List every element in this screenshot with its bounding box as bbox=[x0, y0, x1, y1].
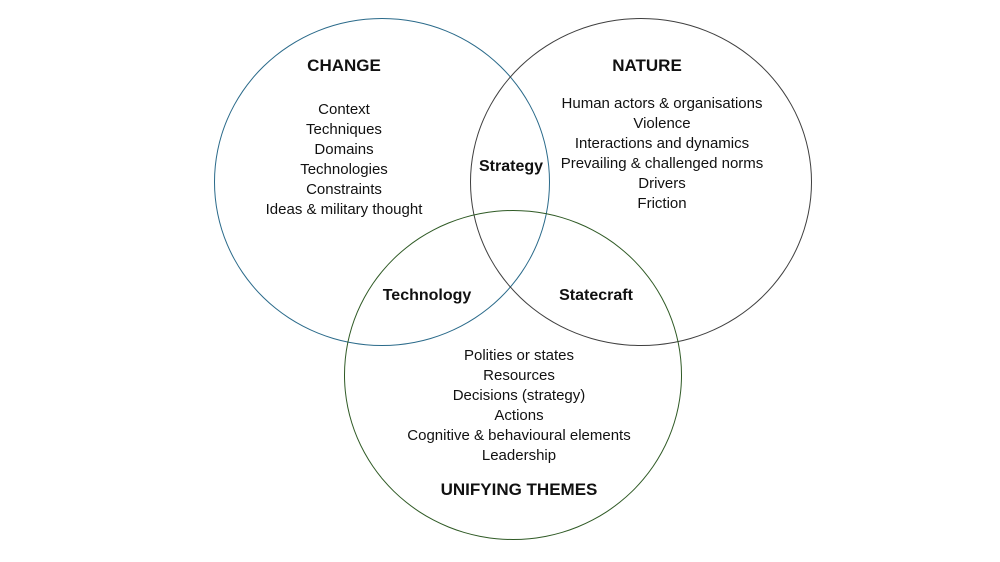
list-item: Techniques bbox=[306, 121, 382, 138]
list-item: Context bbox=[318, 101, 370, 118]
list-item: Friction bbox=[637, 195, 687, 212]
list-item: Technologies bbox=[300, 161, 388, 178]
change-title: CHANGE bbox=[307, 56, 381, 75]
list-item: Decisions (strategy) bbox=[452, 387, 586, 404]
list-item: Violence bbox=[633, 115, 691, 132]
list-item: Interactions and dynamics bbox=[574, 135, 750, 152]
overlap-strategy-label: Strategy bbox=[478, 158, 544, 175]
list-item: Resources bbox=[483, 367, 555, 384]
list-item: Polities or states bbox=[463, 347, 575, 364]
list-item: Prevailing & challenged norms bbox=[560, 155, 764, 172]
overlap-technology-label: Technology bbox=[382, 287, 472, 304]
list-item: Ideas & military thought bbox=[265, 201, 423, 218]
list-item: Drivers bbox=[638, 175, 686, 192]
list-item: Actions bbox=[494, 407, 544, 424]
list-item: Human actors & organisations bbox=[561, 95, 763, 112]
unifying-themes-title: UNIFYING THEMES bbox=[440, 480, 598, 499]
nature-title: NATURE bbox=[612, 56, 682, 75]
list-item: Leadership bbox=[481, 447, 557, 464]
overlap-statecraft-label: Statecraft bbox=[559, 287, 633, 304]
list-item: Constraints bbox=[306, 181, 382, 198]
circle-unifying-themes bbox=[344, 210, 682, 540]
list-item: Cognitive & behavioural elements bbox=[407, 427, 631, 444]
list-item: Domains bbox=[314, 141, 374, 158]
